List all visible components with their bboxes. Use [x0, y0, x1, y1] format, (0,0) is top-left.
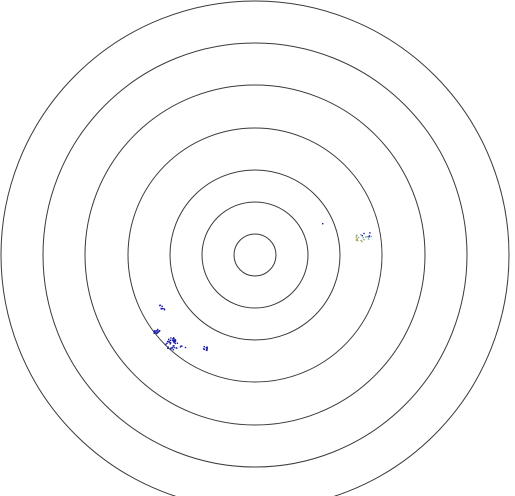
scatter-point [357, 236, 360, 239]
scatter-point [168, 341, 170, 343]
scatter-point [206, 348, 208, 351]
scatter-point [369, 232, 371, 234]
scatter-point [168, 340, 170, 342]
scatter-point [173, 346, 175, 349]
scatter-point [363, 239, 365, 241]
scatter-point [169, 341, 171, 344]
scatter-point [169, 343, 171, 345]
scatter-point [360, 239, 362, 242]
scatter-point [170, 339, 172, 341]
scatter-point [159, 330, 161, 332]
scatter-point [206, 346, 208, 348]
scatter-point [167, 346, 169, 348]
ring-5 [84, 84, 426, 426]
scatter-point [356, 239, 359, 242]
scatter-point [161, 307, 164, 310]
scatter-point [361, 240, 363, 243]
ring-6 [42, 42, 468, 468]
scatter-point [356, 234, 358, 237]
points-group [153, 223, 372, 352]
scatter-point [172, 339, 174, 342]
scatter-point [170, 347, 172, 349]
scatter-point [180, 345, 182, 347]
scatter-point [159, 304, 161, 307]
scatter-point [170, 348, 172, 350]
scatter-point [173, 341, 175, 344]
scatter-point [168, 338, 170, 340]
scatter-point [173, 337, 175, 339]
scatter-point [153, 330, 155, 333]
scatter-point [156, 329, 159, 331]
scatter-point [166, 340, 169, 343]
scatter-point [368, 235, 371, 237]
scatter-point [172, 340, 175, 343]
scatter-point [163, 308, 165, 310]
scatter-point [172, 338, 174, 340]
scatter-point [166, 342, 168, 344]
scatter-point [176, 347, 178, 349]
scatter-point [154, 331, 157, 334]
scatter-point [355, 236, 357, 238]
scatter-point [165, 343, 167, 345]
scatter-point [173, 338, 175, 340]
scatter-point [172, 345, 174, 347]
scatter-point [174, 339, 177, 341]
scatter-point [173, 340, 175, 342]
scatter-point [157, 332, 159, 334]
ring-3 [169, 169, 341, 341]
scatter-point [155, 330, 158, 332]
scatter-point [368, 236, 370, 238]
scatter-point [366, 236, 368, 238]
scatter-point [365, 236, 367, 238]
scatter-point [170, 337, 172, 339]
scatter-point [356, 238, 358, 240]
scatter-point [173, 345, 175, 347]
scatter-point [160, 307, 162, 310]
scatter-point [174, 342, 176, 345]
scatter-point [367, 238, 370, 240]
ring-1 [233, 233, 277, 277]
scatter-point [361, 235, 363, 237]
scatter-point [360, 234, 362, 236]
scatter-point [363, 232, 365, 235]
scatter-point [155, 332, 158, 335]
scatter-point [362, 236, 364, 239]
scatter-point [172, 349, 174, 351]
scatter-point [154, 330, 156, 332]
scatter-point [322, 223, 324, 225]
scatter-point [184, 346, 187, 349]
scatter-point [153, 332, 155, 334]
scatter-point [157, 331, 160, 333]
scatter-point [206, 347, 208, 350]
scatter-point [163, 309, 166, 311]
scatter-point [176, 342, 179, 344]
scatter-point [161, 305, 163, 307]
scatter-point [179, 346, 182, 348]
scatter-point [205, 346, 207, 349]
scatter-point [167, 347, 169, 349]
scatter-point [356, 239, 358, 241]
scatter-point [203, 346, 205, 348]
scatter-point [174, 340, 177, 343]
scatter-point [206, 349, 208, 352]
scatter-point [156, 331, 158, 333]
scatter-point [203, 348, 205, 351]
ring-2 [201, 201, 309, 309]
scatter-point [171, 347, 173, 349]
scatter-point [370, 235, 372, 238]
ring-4 [127, 127, 383, 383]
